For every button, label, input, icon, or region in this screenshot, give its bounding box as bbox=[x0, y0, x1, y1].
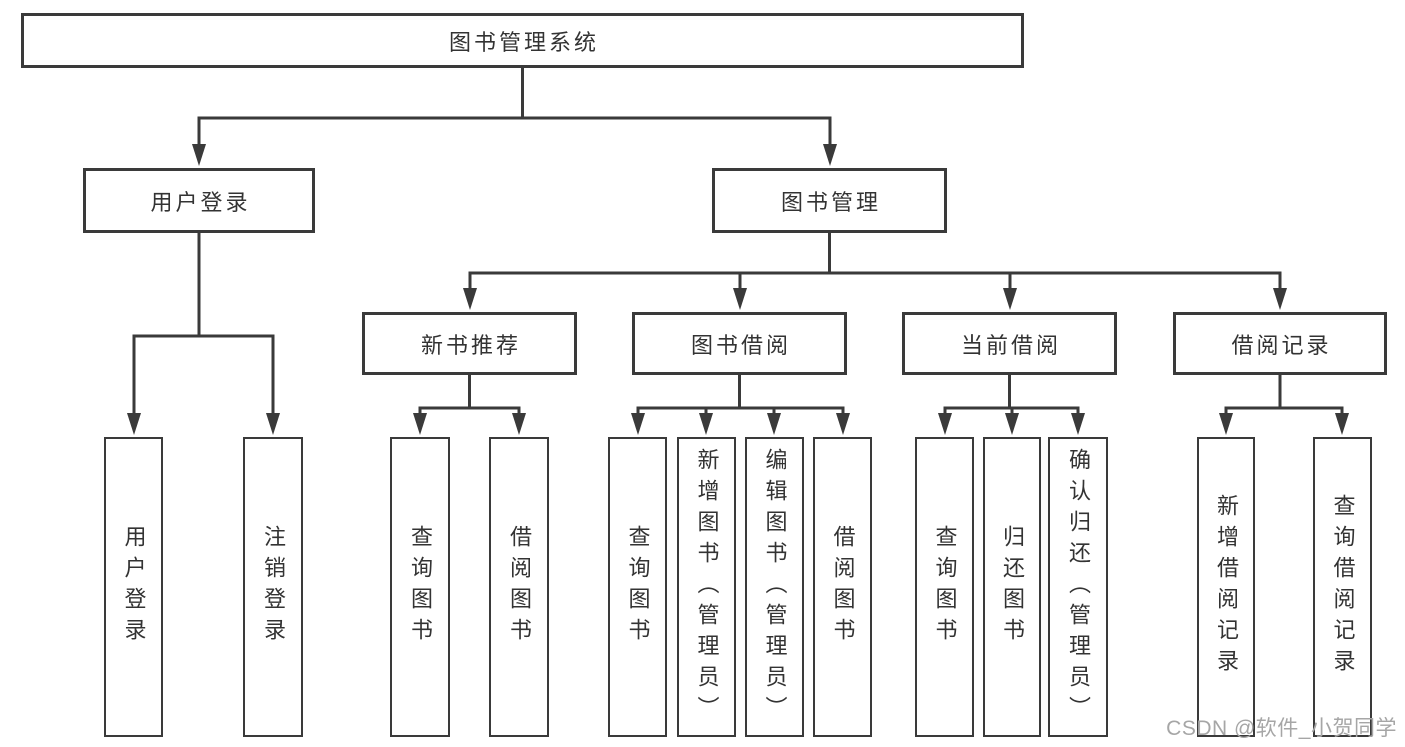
node-book-management-label: 图书管理 bbox=[780, 189, 881, 215]
node-leaf-nb-query-books-label: 查询图书 bbox=[408, 525, 433, 649]
node-root-label: 图书管理系统 bbox=[448, 29, 599, 55]
node-leaf-bb-borrow-books-label: 借阅图书 bbox=[830, 525, 856, 649]
node-root: 图书管理系统 bbox=[21, 13, 1024, 68]
node-current-borrow: 当前借阅 bbox=[902, 312, 1117, 375]
node-leaf-cb-confirm-return-admin-label: 确认归还（管理员） bbox=[1066, 447, 1091, 727]
node-leaf-br-query-record: 查询借阅记录 bbox=[1313, 437, 1372, 737]
node-leaf-bb-edit-books-admin: 编辑图书（管理员） bbox=[745, 437, 804, 737]
node-leaf-bb-borrow-books: 借阅图书 bbox=[813, 437, 872, 737]
node-new-book-recommend-label: 新书推荐 bbox=[420, 332, 521, 358]
node-user-login: 用户登录 bbox=[83, 168, 315, 233]
node-leaf-user-login: 用户登录 bbox=[104, 437, 163, 737]
node-leaf-bb-query-books-label: 查询图书 bbox=[625, 525, 651, 649]
node-current-borrow-label: 当前借阅 bbox=[960, 332, 1061, 358]
node-leaf-cb-return-books: 归还图书 bbox=[983, 437, 1041, 737]
node-leaf-cb-confirm-return-admin: 确认归还（管理员） bbox=[1048, 437, 1108, 737]
csdn-watermark: CSDN @软件_小贺同学 bbox=[1166, 717, 1397, 740]
node-leaf-nb-borrow-books-label: 借阅图书 bbox=[507, 525, 532, 649]
node-user-login-label: 用户登录 bbox=[150, 189, 251, 215]
node-book-borrow: 图书借阅 bbox=[632, 312, 847, 375]
node-leaf-nb-borrow-books: 借阅图书 bbox=[489, 437, 549, 737]
node-leaf-br-query-record-label: 查询借阅记录 bbox=[1330, 494, 1356, 680]
node-leaf-br-add-record-label: 新增借阅记录 bbox=[1214, 494, 1239, 680]
node-leaf-bb-query-books: 查询图书 bbox=[608, 437, 667, 737]
node-leaf-nb-query-books: 查询图书 bbox=[390, 437, 450, 737]
node-new-book-recommend: 新书推荐 bbox=[362, 312, 577, 375]
node-borrow-records: 借阅记录 bbox=[1173, 312, 1387, 375]
node-leaf-cb-query-books: 查询图书 bbox=[915, 437, 974, 737]
node-leaf-bb-add-books-admin-label: 新增图书（管理员） bbox=[694, 447, 720, 727]
node-leaf-logout-label: 注销登录 bbox=[261, 525, 286, 649]
node-book-borrow-label: 图书借阅 bbox=[690, 332, 791, 358]
node-leaf-br-add-record: 新增借阅记录 bbox=[1197, 437, 1255, 737]
node-leaf-logout: 注销登录 bbox=[243, 437, 303, 737]
node-leaf-bb-edit-books-admin-label: 编辑图书（管理员） bbox=[762, 447, 788, 727]
node-leaf-cb-return-books-label: 归还图书 bbox=[1000, 525, 1025, 649]
node-book-management: 图书管理 bbox=[712, 168, 947, 233]
node-leaf-user-login-label: 用户登录 bbox=[121, 525, 147, 649]
node-leaf-bb-add-books-admin: 新增图书（管理员） bbox=[677, 437, 736, 737]
node-borrow-records-label: 借阅记录 bbox=[1231, 332, 1332, 358]
node-leaf-cb-query-books-label: 查询图书 bbox=[932, 525, 958, 649]
